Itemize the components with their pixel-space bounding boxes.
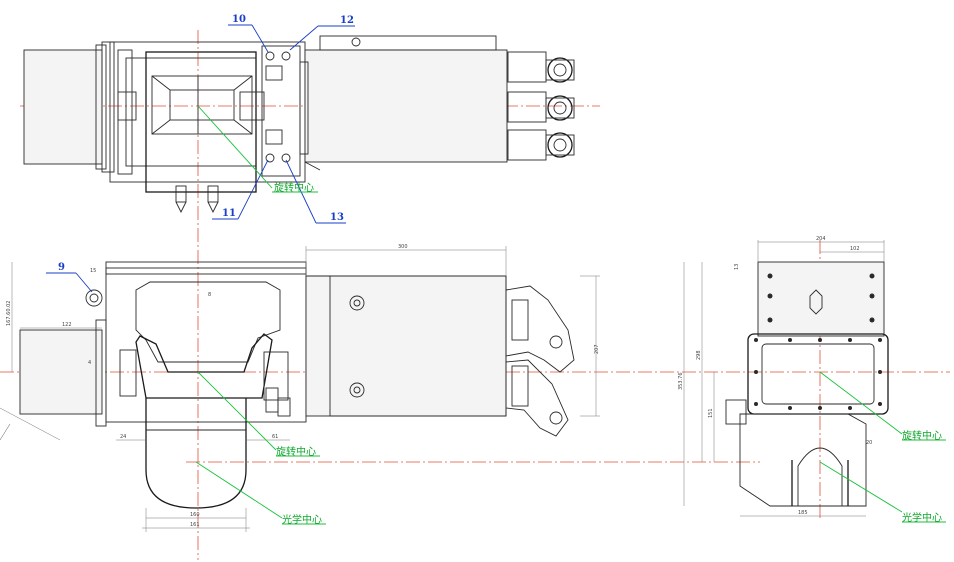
- svg-text:24: 24: [120, 434, 126, 440]
- svg-text:旋转中心: 旋转中心: [274, 181, 314, 194]
- svg-text:15: 15: [90, 268, 96, 274]
- svg-text:11: 11: [222, 208, 236, 219]
- callout-9: 9: [46, 262, 93, 293]
- svg-text:9: 9: [58, 262, 65, 273]
- svg-text:8: 8: [208, 292, 211, 298]
- optical-center-label-front: 光学中心: [195, 461, 326, 526]
- svg-text:353.76: 353.76: [678, 373, 684, 391]
- front-dimensions: 300 207 122 167.60.02 15 4 8 24 61 160 1…: [6, 244, 600, 532]
- svg-text:185: 185: [798, 510, 808, 516]
- svg-text:151: 151: [708, 408, 714, 418]
- optical-center-label-side: 光学中心: [819, 461, 946, 524]
- side-view: [725, 261, 889, 507]
- svg-text:光学中心: 光学中心: [282, 513, 322, 526]
- svg-text:13: 13: [330, 212, 344, 223]
- svg-text:204: 204: [816, 236, 826, 242]
- top-view: [23, 35, 575, 214]
- rotation-center-label-top: 旋转中心: [197, 105, 318, 194]
- svg-text:300: 300: [398, 244, 408, 250]
- svg-text:207: 207: [594, 344, 600, 354]
- svg-text:61: 61: [272, 434, 278, 440]
- callout-11: 11: [212, 159, 269, 220]
- callout-12: 12: [289, 15, 355, 51]
- side-dimensions: 204 102 298 353.76 151 13 185 20: [678, 236, 885, 517]
- svg-text:122: 122: [62, 322, 72, 328]
- svg-text:160: 160: [190, 512, 200, 518]
- svg-text:旋转中心: 旋转中心: [276, 445, 316, 458]
- callout-10: 10: [228, 14, 269, 53]
- svg-text:13: 13: [734, 264, 740, 270]
- svg-text:12: 12: [340, 15, 354, 26]
- svg-text:102: 102: [850, 246, 860, 252]
- svg-text:旋转中心: 旋转中心: [902, 429, 942, 442]
- svg-text:10: 10: [232, 14, 246, 25]
- svg-text:167.60.02: 167.60.02: [6, 301, 12, 326]
- rotation-center-label-side: 旋转中心: [819, 371, 946, 442]
- angle-marks: [0, 407, 61, 441]
- front-view: [19, 261, 575, 509]
- svg-text:161: 161: [190, 522, 200, 528]
- callout-13: 13: [285, 159, 346, 224]
- rotation-center-label-front: 旋转中心: [197, 371, 320, 458]
- svg-text:4: 4: [88, 360, 91, 366]
- svg-text:298: 298: [696, 350, 702, 360]
- svg-text:20: 20: [866, 440, 872, 446]
- connector-stack: [507, 51, 575, 161]
- svg-text:光学中心: 光学中心: [902, 511, 942, 524]
